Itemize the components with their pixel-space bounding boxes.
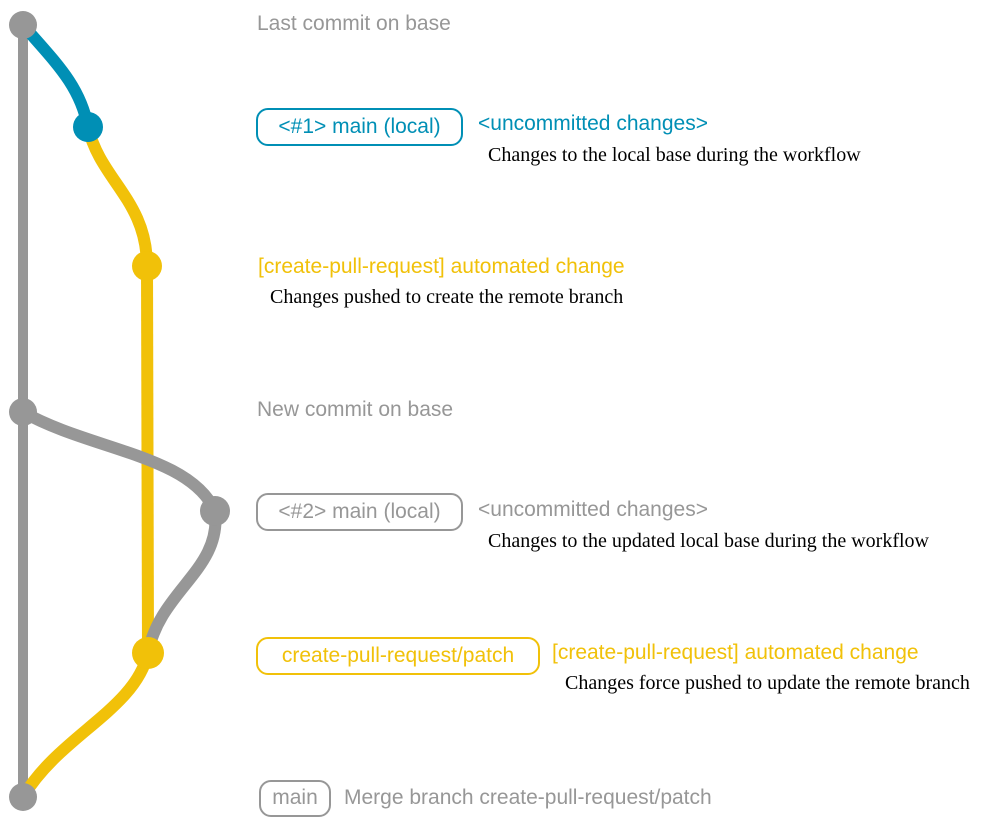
commit-dot-uncommitted-1 — [73, 112, 103, 142]
automated-change-1-description: Changes pushed to create the remote bran… — [270, 286, 624, 308]
branch-tag-patch: create-pull-request/patch — [256, 637, 540, 675]
uncommitted-branch-2-edge — [17, 406, 221, 517]
commit-graph-canvas — [9, 11, 230, 811]
merge-commit-message: Merge branch create-pull-request/patch — [344, 786, 712, 809]
commit-dot-last-base — [9, 11, 37, 39]
uncommitted-branch-2-merge-edge — [142, 505, 222, 659]
last-commit-label: Last commit on base — [257, 12, 451, 35]
commit-dot-uncommitted-2 — [200, 496, 230, 526]
uncommitted-2-title: <uncommitted changes> — [478, 498, 708, 521]
branch-tag-main-local-1: <#1> main (local) — [256, 108, 463, 146]
branch-tag-main-local-2: <#2> main (local) — [256, 493, 463, 531]
uncommitted-branch-1-edge — [17, 19, 94, 133]
automated-change-1-title: [create-pull-request] automated change — [258, 255, 625, 278]
commit-dot-merge — [9, 783, 37, 811]
branch-tag-main: main — [259, 780, 331, 817]
patch-branch-upper-edge — [82, 121, 153, 272]
patch-branch-merge-edge — [17, 647, 154, 803]
commit-dot-automated-1 — [132, 251, 162, 281]
automated-change-2-description: Changes force pushed to update the remot… — [565, 672, 970, 694]
new-commit-label: New commit on base — [257, 398, 454, 421]
uncommitted-1-title: <uncommitted changes> — [478, 112, 708, 135]
commit-dot-new-base — [9, 398, 37, 426]
uncommitted-2-description: Changes to the updated local base during… — [488, 530, 929, 552]
commit-dot-automated-2 — [132, 637, 164, 669]
uncommitted-1-description: Changes to the local base during the wor… — [488, 144, 861, 166]
automated-change-2-title: [create-pull-request] automated change — [552, 641, 919, 664]
